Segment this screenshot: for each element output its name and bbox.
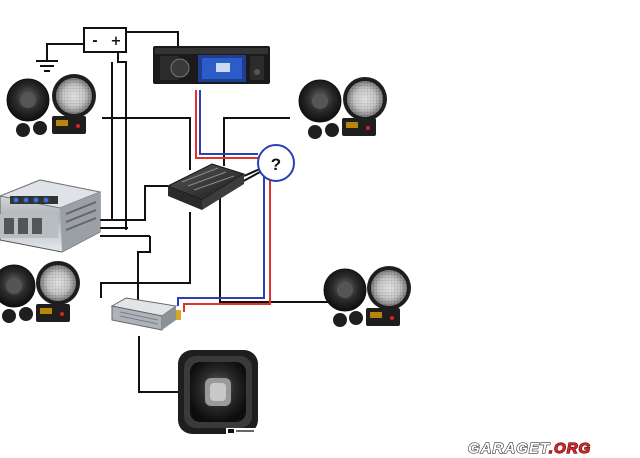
mono-to-sub-wire: [138, 336, 178, 393]
topright-speaker-wire: [223, 117, 290, 166]
battery-minus-label: -: [92, 34, 97, 49]
component-speaker-set-topleft: [6, 74, 96, 137]
component-speaker-set-bottomleft: [0, 261, 80, 323]
mono-amplifier-icon: [110, 297, 181, 331]
ground-wire: [46, 43, 88, 60]
component-speaker-set-topright: [298, 77, 387, 139]
bottomright-speaker-wire: [219, 196, 332, 303]
rca-blue-top: [199, 90, 258, 155]
multichannel-amplifier-icon: [0, 179, 102, 253]
junction-label: ?: [271, 155, 281, 174]
rca-red-top: [195, 90, 258, 159]
bottomleft-speaker-wire: [100, 212, 191, 298]
bus-to-mono-amp: [137, 236, 151, 300]
watermark-tld: .ORG: [549, 440, 591, 457]
battery-plus-label: +: [111, 34, 122, 49]
question-mark-junction-icon: ?: [257, 144, 295, 182]
watermark-main: GARAGET: [468, 440, 551, 457]
rca-red-down: [183, 176, 271, 312]
topleft-speaker-wire: [102, 117, 191, 170]
component-speaker-set-bottomright: [323, 266, 411, 327]
ground-symbol-icon: [36, 60, 58, 72]
head-unit-icon: [153, 46, 270, 84]
bus-to-center-amp: [128, 185, 168, 221]
svg-text:GARAGET.ORG: GARAGET.ORG: [468, 440, 591, 457]
battery-main-wire: [117, 48, 127, 230]
wires-ground: [46, 31, 332, 393]
center-amplifier-icon: [166, 163, 246, 210]
subwoofer-icon: [178, 350, 258, 434]
battery-to-headunit-wire: [118, 31, 179, 48]
battery-icon: - +: [83, 27, 127, 53]
wires-signal: [177, 90, 271, 312]
rca-blue-down: [177, 176, 265, 306]
watermark-logo: GARAGET.ORG: [467, 439, 591, 457]
